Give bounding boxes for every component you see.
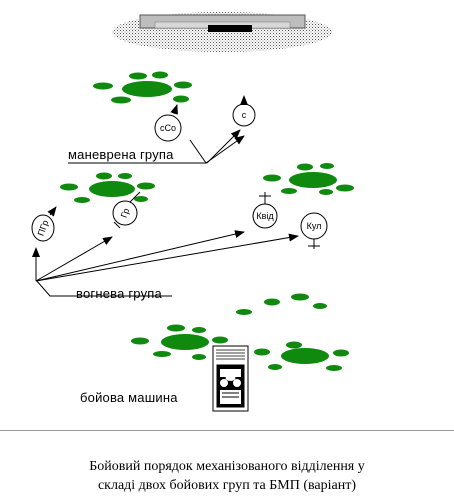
symbol-sso-label: сСо — [160, 123, 176, 133]
symbol-gr-label: Гр — [119, 207, 132, 219]
fire-group-arrows — [32, 230, 299, 297]
combat-vehicle-label: бойова машина — [80, 390, 178, 405]
symbol-sso: сСо — [154, 104, 182, 142]
objective-shelter — [112, 12, 332, 52]
frame-divider — [0, 430, 454, 431]
bush-cluster-bottom-left — [131, 324, 228, 360]
symbol-kvid-label: Квід — [256, 211, 274, 221]
bush-cluster-left — [60, 172, 155, 203]
symbol-s-label: с — [242, 110, 247, 120]
fire-group-label: вогнева група — [76, 286, 162, 301]
caption-line-1: Бойовий порядок механізованого відділенн… — [89, 459, 365, 474]
symbol-gr: Гр — [112, 191, 141, 229]
symbol-kul-label: Кул — [307, 221, 322, 231]
figure-caption: Бойовий порядок механізованого відділенн… — [0, 457, 454, 495]
symbol-s: с — [232, 95, 256, 127]
diagram-canvas: сСо с ПГр Гр Квід Кул — [31, 12, 354, 412]
bush-cluster-bottom-right — [236, 293, 349, 371]
symbol-kvid: Квід — [252, 192, 278, 229]
bush-cluster-top — [93, 71, 192, 104]
bush-cluster-right — [263, 163, 354, 195]
maneuver-group-arrows — [68, 129, 245, 164]
diagram-area: сСо с ПГр Гр Квід Кул — [31, 12, 354, 412]
symbol-pgr: ПГр — [31, 206, 57, 242]
combat-vehicle-icon — [212, 345, 249, 412]
caption-line-2: складі двох бойових груп та БМП (варіант… — [97, 478, 357, 493]
symbol-kul: Кул — [300, 212, 328, 249]
maneuver-group-label: маневрена група — [68, 147, 174, 162]
